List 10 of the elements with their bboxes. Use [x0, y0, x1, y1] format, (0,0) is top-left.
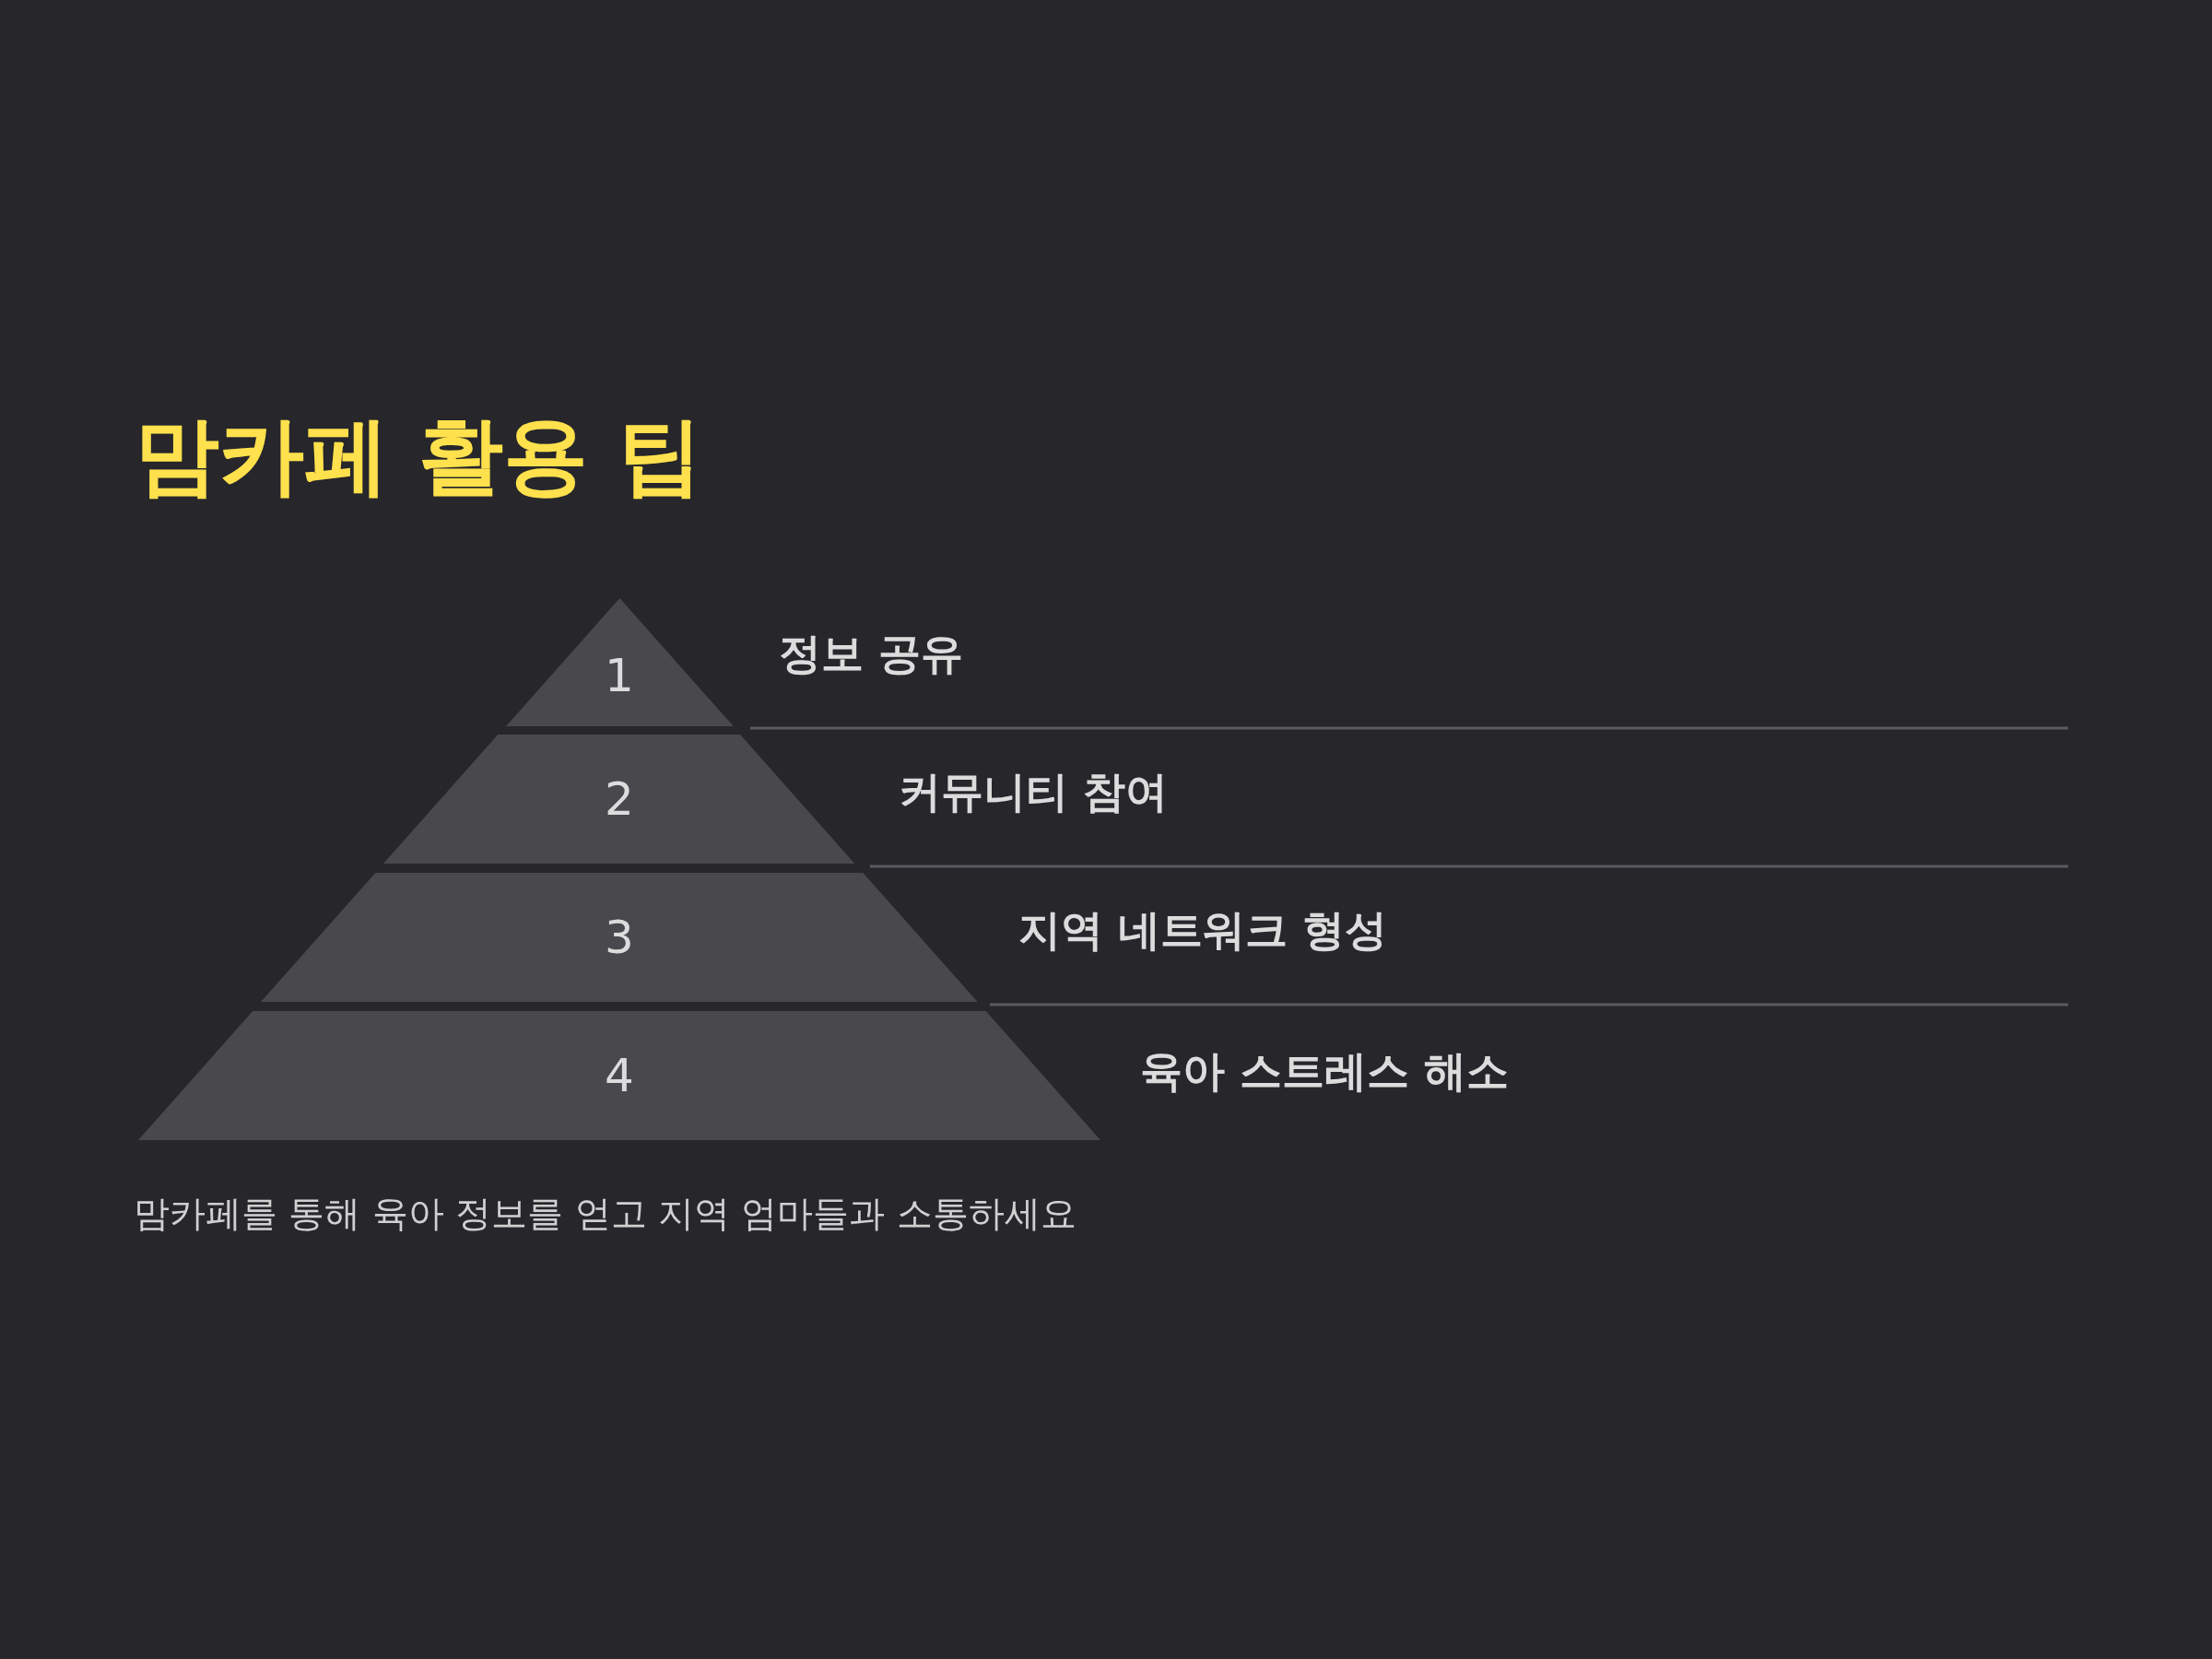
caption: 맘카페를 통해 육아 정보를 얻고 지역 엄마들과 소통하세요: [134, 1192, 1077, 1236]
level-label: 육아 스트레스 해소: [1140, 1045, 1510, 1098]
level-label: 커뮤니티 참여: [899, 766, 1168, 818]
level-number: 1: [605, 648, 634, 702]
title: 맘카페 활용 팁: [135, 406, 703, 507]
level-label: 정보 공유: [779, 628, 963, 680]
level-label: 지역 네트워크 형성: [1018, 904, 1388, 957]
level-number: 3: [605, 911, 634, 964]
level-number: 4: [605, 1049, 634, 1102]
level-number: 2: [605, 772, 634, 826]
